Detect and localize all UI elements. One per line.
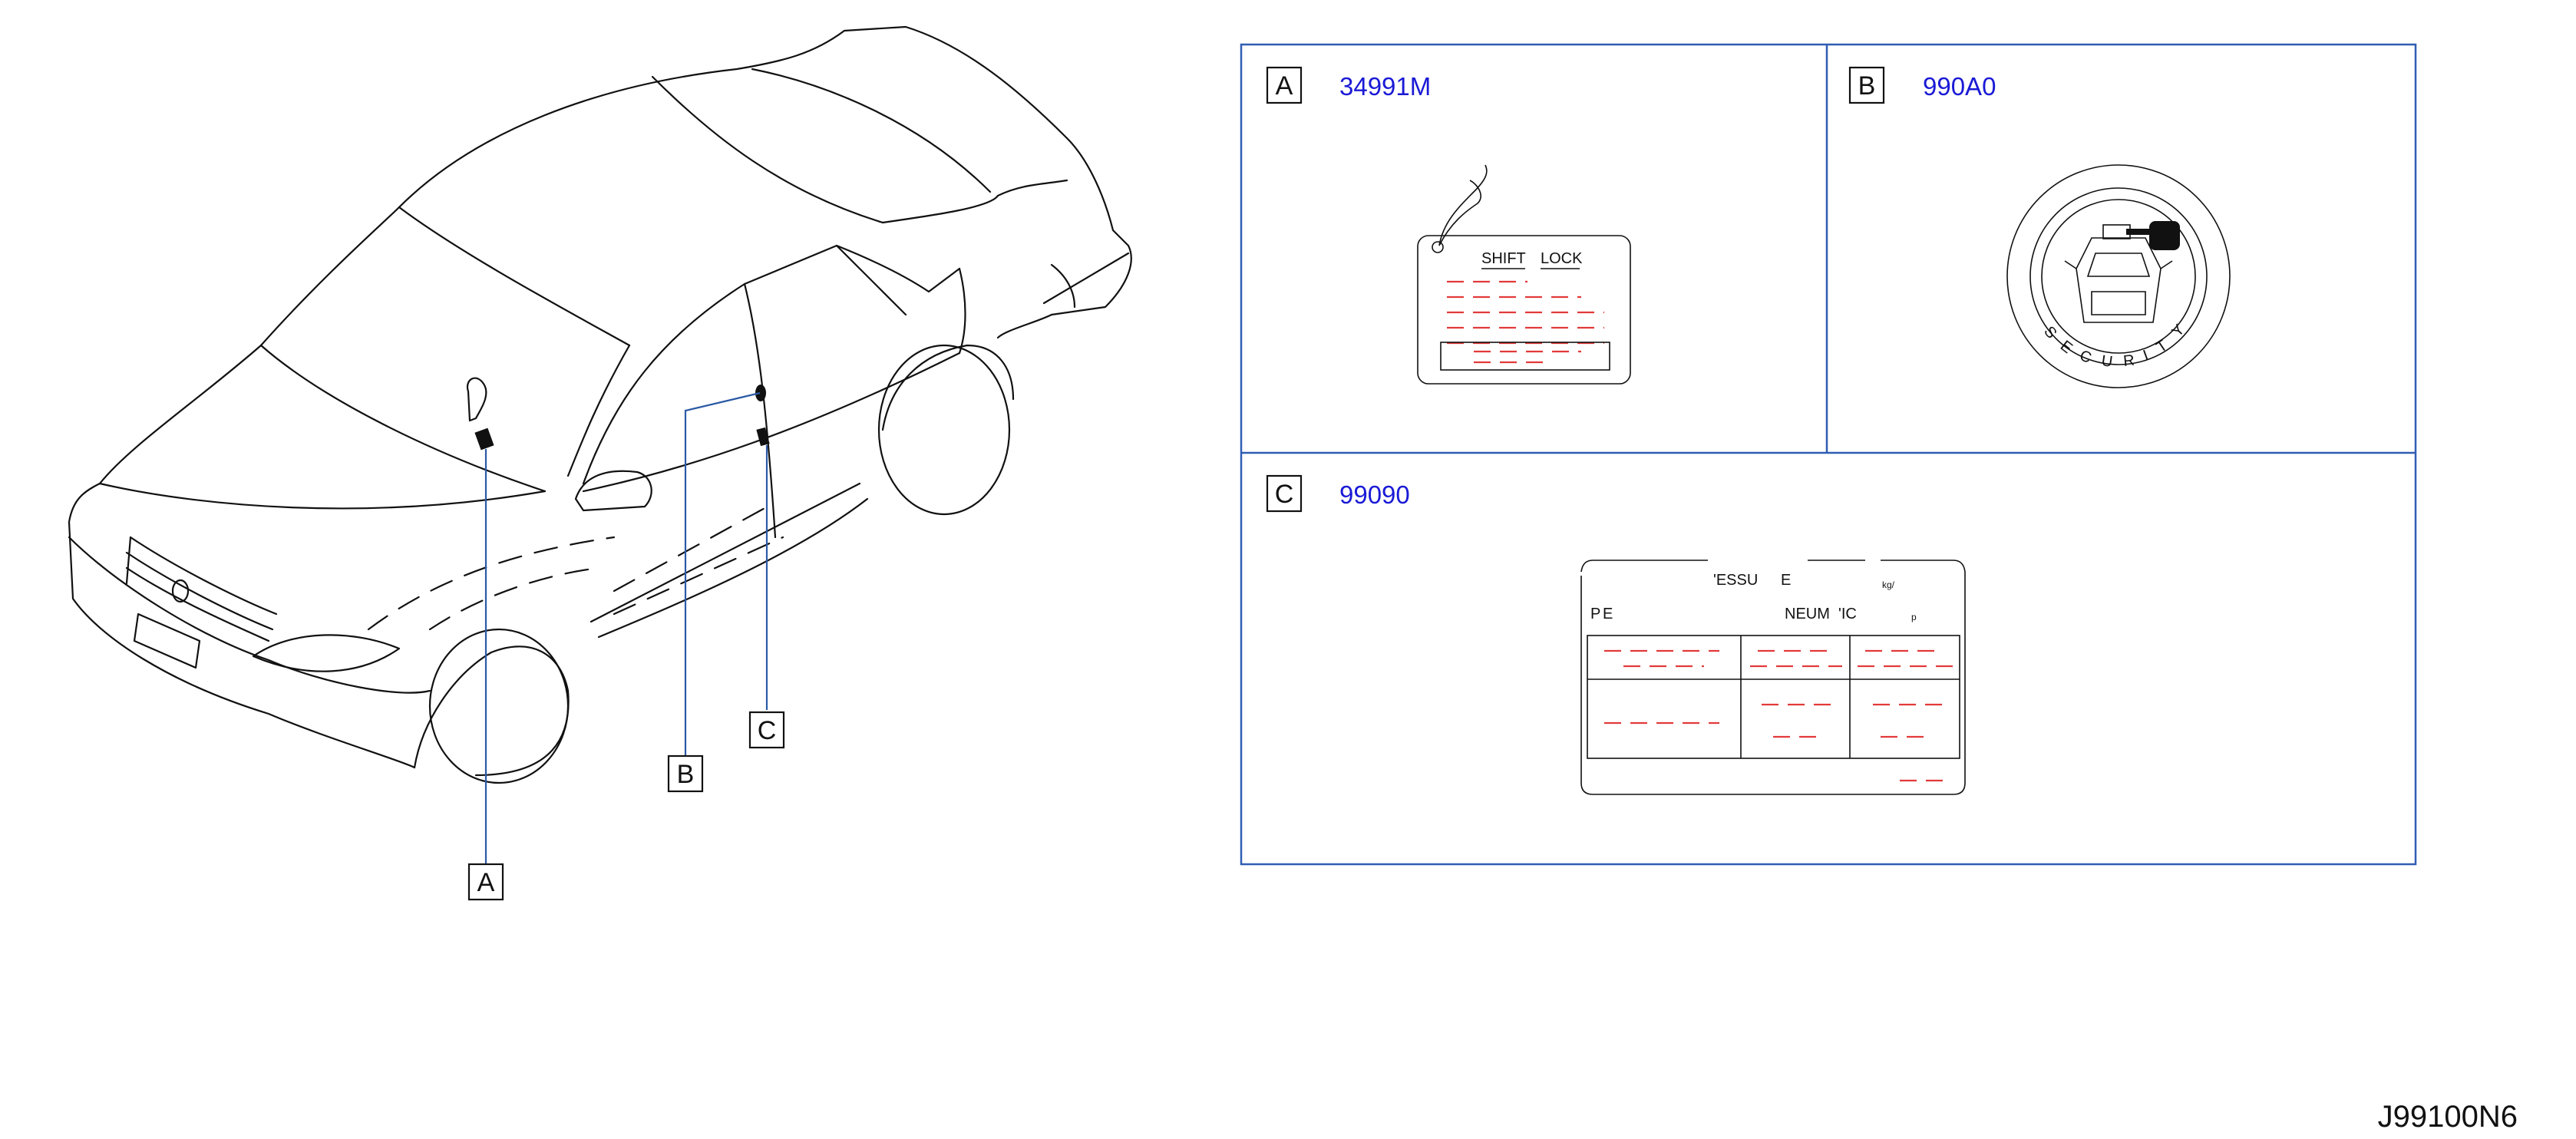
panel-a-letter: A xyxy=(1276,71,1293,101)
shift-lock-word-1: SHIFT xyxy=(1481,250,1526,267)
security-letter-c: C xyxy=(2077,347,2094,367)
callout-c: C xyxy=(748,711,785,749)
diagram-code: J99100N6 xyxy=(2378,1100,2518,1134)
tire-label-p-fragment: P xyxy=(1590,606,1600,622)
leader-lines xyxy=(484,391,768,863)
panel-c: C 99090 'ESSU E kg/ P E NEUM 'IC p xyxy=(1266,474,1966,795)
car-illustration xyxy=(68,25,1132,784)
security-sticker: S E C U R I T Y xyxy=(2006,164,2231,388)
security-letter-e: E xyxy=(2057,338,2076,358)
callout-a-label: A xyxy=(477,868,495,897)
panel-b-letter: B xyxy=(1858,71,1876,101)
shift-lock-word-2: LOCK xyxy=(1541,250,1583,267)
tire-label-ic-fragment: 'IC xyxy=(1838,606,1857,622)
security-letter-t: T xyxy=(2153,337,2170,356)
callout-c-label: C xyxy=(758,716,777,745)
panel-a-part-number: 34991M xyxy=(1339,72,1431,101)
security-letter-r: R xyxy=(2122,352,2135,370)
callout-a: A xyxy=(467,863,504,901)
tire-label-p2-fragment: p xyxy=(1911,612,1917,622)
tire-label-e2-fragment: E xyxy=(1603,606,1613,622)
panel-a: A 34991M SHIFT LOCK xyxy=(1266,66,1631,385)
security-letter-y: Y xyxy=(2168,322,2188,341)
shift-lock-tag: SHIFT LOCK xyxy=(1417,164,1631,385)
tire-label-kg-fragment: kg/ xyxy=(1882,579,1895,590)
panel-b-part-number: 990A0 xyxy=(1923,72,1996,101)
detail-panels xyxy=(1240,43,2417,866)
panel-c-letter: C xyxy=(1275,480,1294,509)
tire-pressure-label: 'ESSU E kg/ P E NEUM 'IC p xyxy=(1580,560,1966,795)
callout-b: B xyxy=(667,754,704,793)
tire-label-e-fragment: E xyxy=(1781,572,1791,589)
panel-c-part-number: 99090 xyxy=(1339,480,1410,509)
security-letter-u: U xyxy=(2100,352,2113,371)
callout-b-label: B xyxy=(677,760,695,789)
panel-b: B 990A0 S E C U R I T Y xyxy=(1848,66,2231,388)
tire-label-pressure-fragment: 'ESSU xyxy=(1713,572,1758,589)
tire-label-neum-fragment: NEUM xyxy=(1785,606,1830,622)
